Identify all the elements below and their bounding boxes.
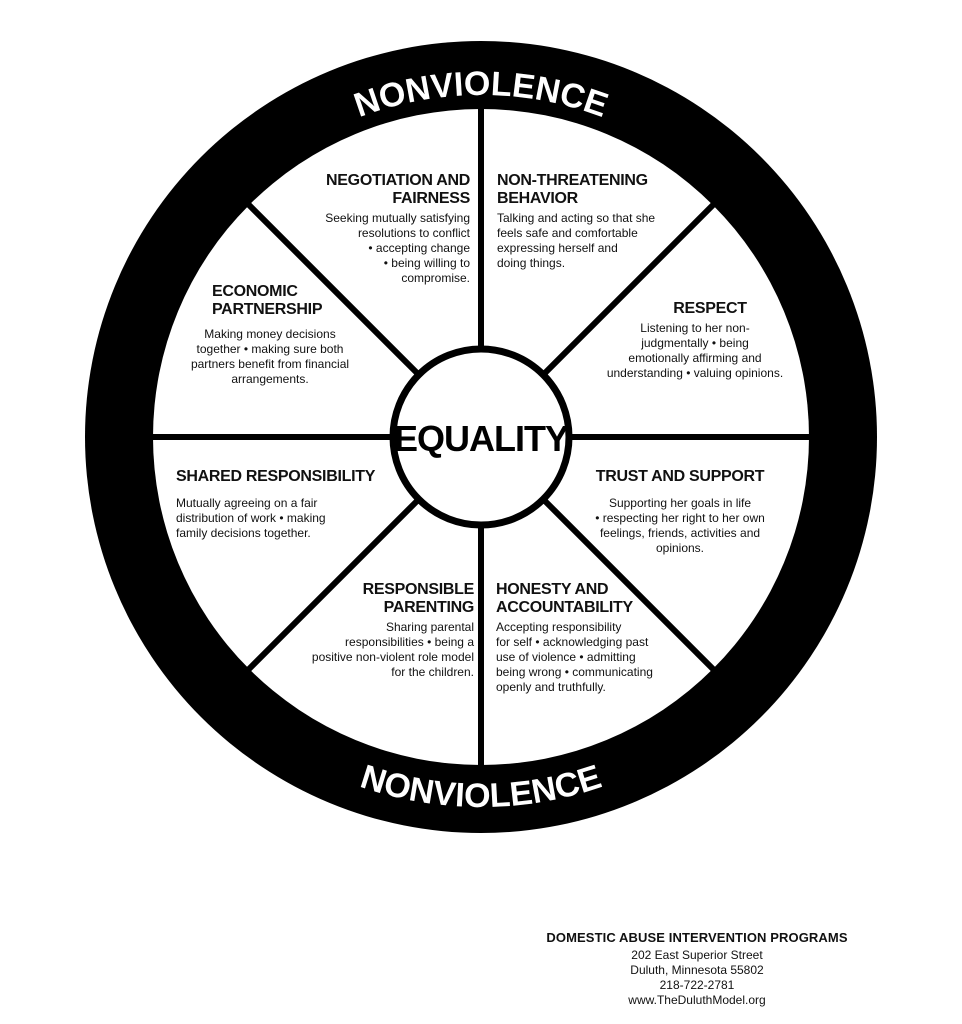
spoke xyxy=(245,497,421,673)
section-title: ECONOMIC PARTNERSHIP xyxy=(212,283,323,318)
phone: 218-722-2781 xyxy=(659,978,735,992)
section-shared-responsibility: SHARED RESPONSIBILITY Mutually agreeing … xyxy=(176,468,396,541)
section-trust-support: TRUST AND SUPPORT Supporting her goals i… xyxy=(570,468,790,556)
hub xyxy=(389,345,573,529)
section-title: HONESTY AND ACCOUNTABILITY xyxy=(496,581,633,616)
org-name: DOMESTIC ABUSE INTERVENTION PROGRAMS xyxy=(546,930,848,945)
section-title: SHARED RESPONSIBILITY xyxy=(176,468,376,485)
footer: DOMESTIC ABUSE INTERVENTION PROGRAMS 202… xyxy=(540,930,854,1008)
section-honesty-accountability: HONESTY AND ACCOUNTABILITY Accepting res… xyxy=(496,581,696,695)
address-line: 202 East Superior Street xyxy=(631,948,763,962)
section-title: TRUST AND SUPPORT xyxy=(595,468,765,485)
section-respect: RESPECT Listening to her non-judgmentall… xyxy=(595,300,795,381)
hub-label: EQUALITY xyxy=(394,418,569,459)
website-link[interactable]: www.TheDuluthModel.org xyxy=(628,993,766,1007)
spoke xyxy=(541,497,717,673)
section-title: NEGOTIATION AND FAIRNESS xyxy=(326,172,470,207)
address-line: Duluth, Minnesota 55802 xyxy=(630,963,764,977)
section-economic-partnership: ECONOMIC PARTNERSHIP Making money decisi… xyxy=(180,283,360,387)
spoke xyxy=(541,201,717,377)
section-non-threatening-behavior: NON-THREATENING BEHAVIOR Talking and act… xyxy=(497,172,677,271)
section-body: Supporting her goals in life• respecting… xyxy=(595,496,765,555)
section-title: NON-THREATENING BEHAVIOR xyxy=(497,172,648,207)
section-title: RESPECT xyxy=(673,300,747,317)
section-negotiation-fairness: NEGOTIATION AND FAIRNESS Seeking mutuall… xyxy=(290,172,470,286)
spoke xyxy=(245,201,421,377)
section-title: RESPONSIBLE PARENTING xyxy=(362,581,475,616)
section-body: Listening to her non-judgmentally • bein… xyxy=(606,321,784,380)
